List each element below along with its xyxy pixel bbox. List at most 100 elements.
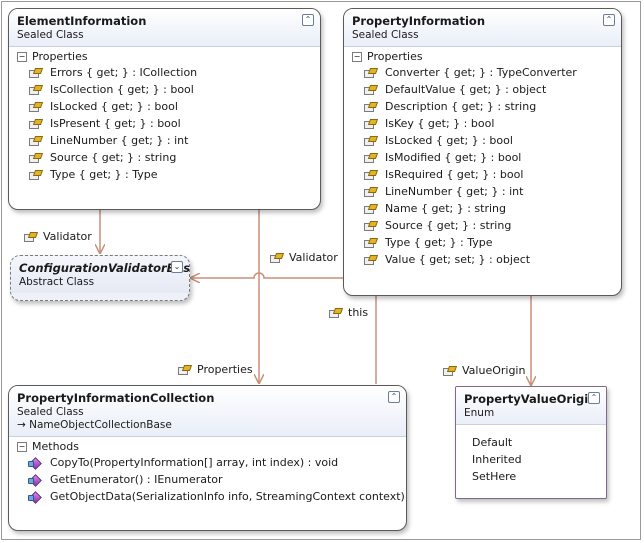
association-label-element-validator: Validator: [24, 230, 92, 244]
class-header: PropertyInformationCollection Sealed Cla…: [9, 386, 406, 437]
association-text: this: [348, 306, 369, 319]
member-text: Source { get; } : string: [50, 151, 177, 164]
property-icon: [364, 221, 378, 232]
property-icon: [29, 85, 43, 96]
class-header: PropertyInformation Sealed Class ⌃: [344, 9, 621, 47]
member-row[interactable]: Description { get; } : string: [344, 98, 621, 115]
property-icon: [29, 136, 43, 147]
member-text: GetEnumerator() : IEnumerator: [50, 473, 223, 486]
class-title: PropertyInformation: [352, 14, 486, 28]
class-stereotype: Abstract Class: [19, 276, 95, 288]
property-icon: [329, 308, 343, 319]
member-text: DefaultValue { get; } : object: [385, 83, 547, 96]
member-text: Errors { get; } : ICollection: [50, 66, 198, 79]
class-stereotype: Sealed Class: [352, 29, 419, 41]
section-toggle[interactable]: −Properties: [344, 49, 621, 64]
member-text: Value { get; set; } : object: [385, 253, 531, 266]
chevron-down-icon[interactable]: ⌄: [171, 261, 183, 273]
member-text: Type { get; } : Type: [50, 168, 158, 181]
property-icon: [24, 232, 38, 243]
class-element-information[interactable]: ElementInformation Sealed Class ⌃ −Prope…: [8, 8, 321, 210]
member-row[interactable]: DefaultValue { get; } : object: [344, 81, 621, 98]
section-toggle[interactable]: −Methods: [9, 439, 406, 454]
inherit-arrow-icon: →: [17, 419, 30, 431]
member-text: IsLocked { get; } : bool: [50, 100, 178, 113]
property-icon: [29, 102, 43, 113]
minus-icon[interactable]: −: [17, 52, 27, 62]
class-property-information[interactable]: PropertyInformation Sealed Class ⌃ −Prop…: [343, 8, 622, 296]
enum-title: PropertyValueOrigin: [464, 392, 597, 406]
member-row[interactable]: GetEnumerator() : IEnumerator: [9, 471, 406, 488]
member-row[interactable]: Source { get; } : string: [344, 217, 621, 234]
member-row[interactable]: CopyTo(PropertyInformation[] array, int …: [9, 454, 406, 471]
member-row[interactable]: Name { get; } : string: [344, 200, 621, 217]
association-text: Properties: [197, 363, 253, 376]
member-row[interactable]: Type { get; } : Type: [344, 234, 621, 251]
class-property-information-collection[interactable]: PropertyInformationCollection Sealed Cla…: [8, 385, 407, 531]
enum-value[interactable]: SetHere: [472, 470, 517, 483]
section-label: Properties: [367, 50, 423, 63]
property-icon: [364, 136, 378, 147]
class-title: ConfigurationValidatorBase: [19, 261, 190, 275]
class-header: ConfigurationValidatorBase Abstract Clas…: [11, 256, 189, 293]
member-row[interactable]: IsModified { get; } : bool: [344, 149, 621, 166]
member-row[interactable]: IsRequired { get; } : bool: [344, 166, 621, 183]
class-configuration-validator-base[interactable]: ConfigurationValidatorBase Abstract Clas…: [10, 255, 190, 301]
enum-value[interactable]: Inherited: [472, 453, 522, 466]
association-label-value-origin: ValueOrigin: [443, 364, 525, 378]
property-icon: [29, 153, 43, 164]
member-row[interactable]: IsLocked { get; } : bool: [344, 132, 621, 149]
association-text: Validator: [289, 251, 338, 264]
member-row[interactable]: IsCollection { get; } : bool: [9, 81, 320, 98]
class-stereotype: Sealed Class: [17, 406, 84, 418]
method-icon: [28, 458, 43, 469]
chevron-up-icon[interactable]: ⌃: [588, 392, 600, 404]
member-text: IsPresent { get; } : bool: [50, 117, 181, 130]
member-row[interactable]: IsLocked { get; } : bool: [9, 98, 320, 115]
member-text: Converter { get; } : TypeConverter: [385, 66, 577, 79]
member-text: Type { get; } : Type: [385, 236, 493, 249]
methods-section: −Methods CopyTo(PropertyInformation[] ar…: [9, 437, 406, 505]
method-icon: [28, 492, 43, 503]
member-row[interactable]: Value { get; set; } : object: [344, 251, 621, 268]
enum-value[interactable]: Default: [472, 436, 513, 449]
member-text: IsLocked { get; } : bool: [385, 134, 513, 147]
member-row[interactable]: IsPresent { get; } : bool: [9, 115, 320, 132]
class-title: ElementInformation: [17, 14, 147, 28]
member-row[interactable]: GetObjectData(SerializationInfo info, St…: [9, 488, 406, 505]
class-header: ElementInformation Sealed Class ⌃: [9, 9, 320, 47]
property-icon: [364, 68, 378, 79]
method-icon: [28, 475, 43, 486]
member-row[interactable]: Errors { get; } : ICollection: [9, 64, 320, 81]
property-icon: [364, 153, 378, 164]
member-text: IsCollection { get; } : bool: [50, 83, 194, 96]
member-row[interactable]: Source { get; } : string: [9, 149, 320, 166]
association-label-property-validator: Validator: [270, 251, 338, 265]
chevron-up-icon[interactable]: ⌃: [302, 14, 314, 26]
association-label-this: this: [329, 306, 368, 320]
member-text: Description { get; } : string: [385, 100, 537, 113]
chevron-up-icon[interactable]: ⌃: [388, 391, 400, 403]
property-icon: [364, 85, 378, 96]
minus-icon[interactable]: −: [352, 52, 362, 62]
member-row[interactable]: LineNumber { get; } : int: [344, 183, 621, 200]
member-row[interactable]: Type { get; } : Type: [9, 166, 320, 183]
minus-icon[interactable]: −: [17, 442, 27, 452]
association-text: ValueOrigin: [462, 364, 526, 377]
member-text: IsRequired { get; } : bool: [385, 168, 524, 181]
chevron-up-icon[interactable]: ⌃: [603, 14, 615, 26]
property-icon: [364, 102, 378, 113]
connector-property-validator: [191, 272, 345, 278]
property-icon: [178, 365, 192, 376]
member-text: Name { get; } : string: [385, 202, 506, 215]
property-icon: [29, 119, 43, 130]
member-row[interactable]: IsKey { get; } : bool: [344, 115, 621, 132]
member-row[interactable]: Converter { get; } : TypeConverter: [344, 64, 621, 81]
member-row[interactable]: LineNumber { get; } : int: [9, 132, 320, 149]
member-text: GetObjectData(SerializationInfo info, St…: [50, 490, 407, 503]
enum-values: Default Inherited SetHere: [456, 425, 606, 485]
member-text: IsModified { get; } : bool: [385, 151, 522, 164]
enum-property-value-origin[interactable]: PropertyValueOrigin Enum ⌃ Default Inher…: [455, 386, 607, 499]
section-toggle[interactable]: −Properties: [9, 49, 320, 64]
property-icon: [364, 204, 378, 215]
